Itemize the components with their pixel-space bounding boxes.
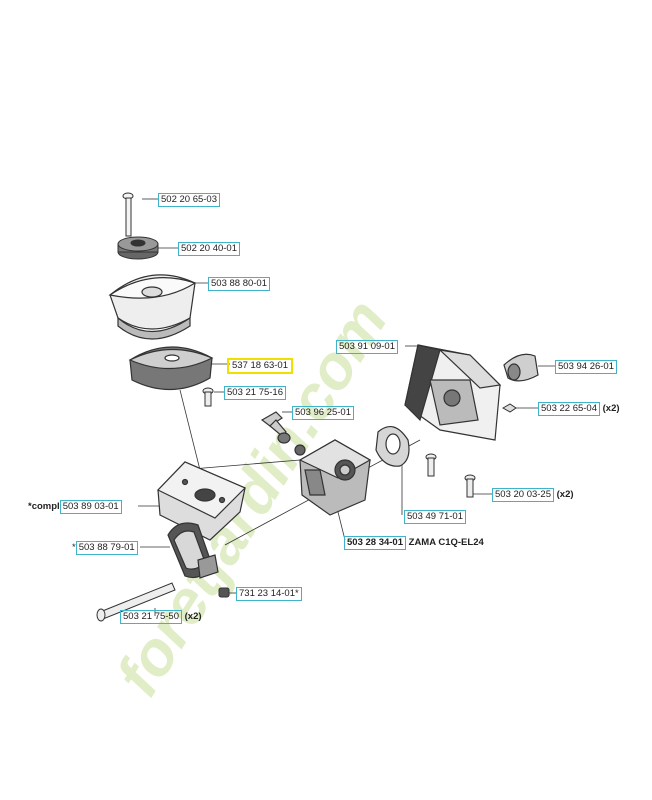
gasket [375, 425, 410, 467]
choke-rod [260, 411, 291, 444]
part-number[interactable]: 502 20 40-01 [178, 242, 240, 256]
screws-carburetor [425, 453, 476, 498]
part-prefix: *compl [28, 501, 60, 512]
part-number[interactable]: 731 23 14-01* [236, 587, 302, 601]
part-label-503-49-71-01: 503 49 71-01 [404, 510, 466, 524]
part-label-503-96-25-01: 503 96 25-01 [292, 406, 354, 420]
part-label-537-18-63-01-highlighted: 537 18 63-01 [227, 358, 293, 374]
part-label-503-88-79-01: *503 88 79-01 [72, 541, 138, 555]
nut [218, 587, 230, 598]
part-number[interactable]: 503 21 75-50 [120, 610, 182, 624]
rubber-boot [503, 353, 539, 382]
part-prefix: * [72, 542, 76, 553]
long-bolt [96, 582, 176, 622]
part-label-503-21-75-16: 503 21 75-16 [224, 386, 286, 400]
screw-top [122, 192, 134, 237]
part-label-503-91-09-01: 503 91 09-01 [336, 340, 398, 354]
part-number[interactable]: 503 96 25-01 [292, 406, 354, 420]
knob [117, 236, 159, 260]
part-number[interactable]: 503 94 26-01 [555, 360, 617, 374]
part-number[interactable]: 502 20 65-03 [158, 193, 220, 207]
carburetor [294, 439, 372, 516]
part-number[interactable]: 503 21 75-16 [224, 386, 286, 400]
part-number[interactable]: 503 20 03-25 [492, 488, 554, 502]
part-label-503-20-03-25: 503 20 03-25 (x2) [492, 488, 574, 502]
filter-element [128, 346, 214, 391]
quantity: (x2) [602, 403, 620, 414]
part-label-503-94-26-01: 503 94 26-01 [555, 360, 617, 374]
part-number[interactable]: 503 22 65-04 [538, 402, 600, 416]
part-number[interactable]: 503 28 34-01 [344, 536, 406, 550]
part-label-731-23-14-01: 731 23 14-01* [236, 587, 302, 601]
part-label-503-21-75-50: 503 21 75-50 (x2) [120, 610, 202, 624]
part-number[interactable]: 503 88 79-01 [75, 541, 138, 555]
part-label-502-20-40-01: 502 20 40-01 [178, 242, 240, 256]
part-number[interactable]: 503 88 80-01 [208, 277, 270, 291]
quantity: (x2) [184, 611, 202, 622]
quantity: (x2) [556, 489, 574, 500]
part-label-503-22-65-04: 503 22 65-04 (x2) [538, 402, 620, 416]
washer [501, 403, 517, 413]
intake-rubber [167, 522, 219, 579]
part-label-503-28-34-01: 503 28 34-01 ZAMA C1Q-EL24 [344, 536, 484, 550]
part-number[interactable]: 503 49 71-01 [404, 510, 466, 524]
part-label-502-20-65-03: 502 20 65-03 [158, 193, 220, 207]
air-filter-housing [156, 461, 247, 541]
part-label-503-88-80-01: 503 88 80-01 [208, 277, 270, 291]
part-number[interactable]: 503 91 09-01 [336, 340, 398, 354]
screw-small [202, 387, 214, 407]
carburetor-model: ZAMA C1Q-EL24 [408, 537, 484, 548]
air-filter-cover [108, 274, 197, 340]
carburetor-cover [404, 344, 502, 441]
part-number[interactable]: 537 18 63-01 [227, 358, 293, 374]
part-number[interactable]: 503 89 03-01 [59, 500, 122, 514]
